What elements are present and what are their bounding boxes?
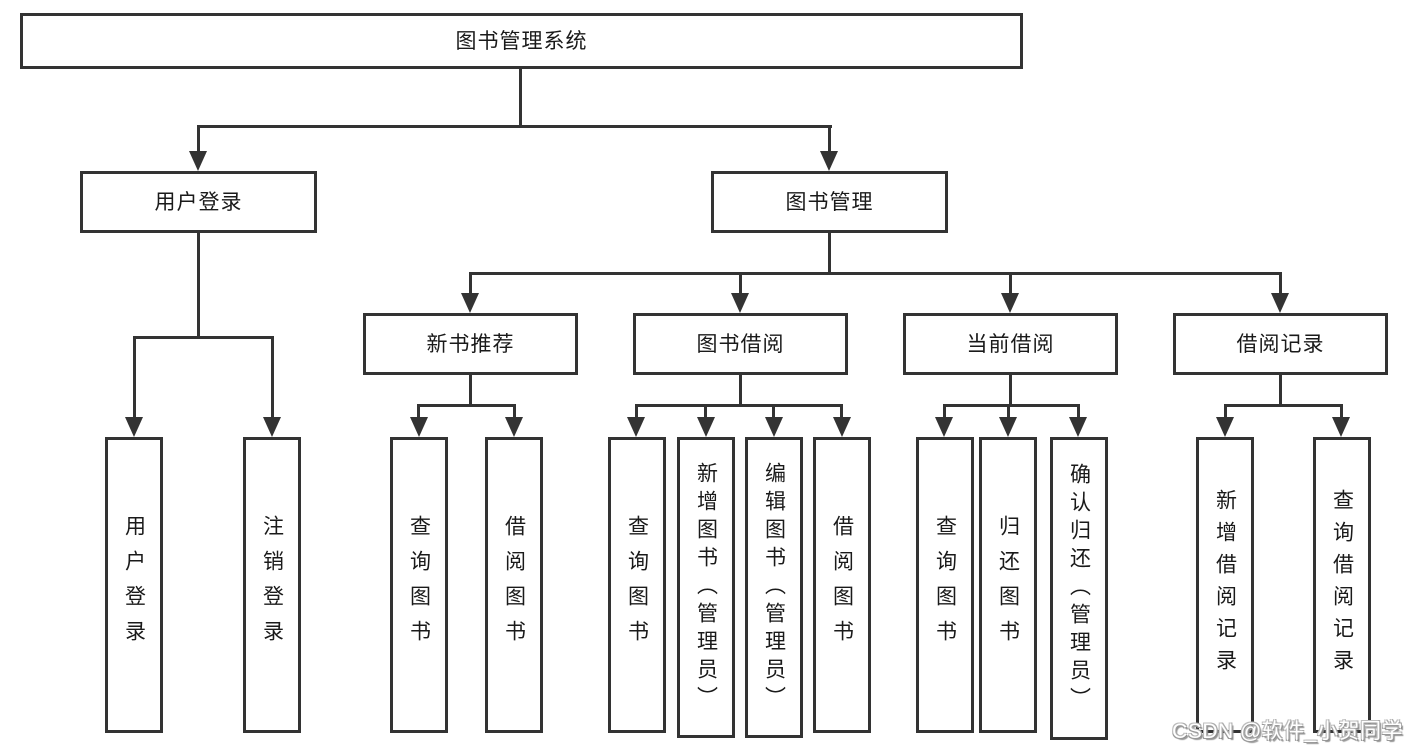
connector-line <box>417 404 516 407</box>
connector-line <box>197 233 200 339</box>
leaf-add-book-admin: 新增图书（管理员） <box>677 437 735 738</box>
connector-line <box>469 272 1282 275</box>
leaf-confirm-return-admin: 确认归还（管理员） <box>1050 437 1108 740</box>
connector-line <box>1224 404 1343 407</box>
connector-line <box>1077 404 1080 419</box>
arrow-down-icon <box>935 417 953 437</box>
node-label: 图书管理系统 <box>455 29 588 53</box>
node-label: 图书管理 <box>785 190 874 214</box>
connector-line <box>133 336 136 419</box>
leaf-add-borrow-record: 新增借阅记录 <box>1196 437 1254 733</box>
leaf-user-login: 用户登录 <box>105 437 163 733</box>
leaf-borrow-book: 借阅图书 <box>813 437 871 733</box>
node-label: 确认归还（管理员） <box>1067 462 1091 715</box>
connector-line <box>943 404 946 419</box>
node-label: 归还图书 <box>996 515 1020 655</box>
leaf-query-book: 查询图书 <box>608 437 666 733</box>
connector-line <box>1340 404 1343 419</box>
connector-line <box>635 404 638 419</box>
node-current-borrow: 当前借阅 <box>903 313 1118 375</box>
connector-line <box>1279 375 1282 406</box>
connector-line <box>271 336 274 419</box>
arrow-down-icon <box>125 417 143 437</box>
arrow-down-icon <box>1001 293 1019 313</box>
connector-line <box>417 404 420 419</box>
node-new-book-recommend: 新书推荐 <box>363 313 578 375</box>
connector-line <box>197 125 200 153</box>
node-library-management-system: 图书管理系统 <box>20 13 1023 69</box>
connector-line <box>772 404 775 419</box>
connector-line <box>828 233 831 274</box>
connector-line <box>840 404 843 419</box>
node-label: 新增借阅记录 <box>1213 489 1237 681</box>
arrow-down-icon <box>461 293 479 313</box>
node-label: 用户登录 <box>122 515 146 655</box>
connector-line <box>704 404 707 419</box>
connector-line <box>1007 404 1010 419</box>
node-label: 借阅图书 <box>830 515 854 655</box>
leaf-return-book: 归还图书 <box>979 437 1037 733</box>
arrow-down-icon <box>1332 417 1350 437</box>
arrow-down-icon <box>627 417 645 437</box>
arrow-down-icon <box>1069 417 1087 437</box>
connector-line <box>635 404 843 407</box>
arrow-down-icon <box>999 417 1017 437</box>
node-user-login: 用户登录 <box>80 171 317 233</box>
connector-line <box>1224 404 1227 419</box>
node-label: 编辑图书（管理员） <box>762 461 786 714</box>
leaf-query-borrow-record: 查询借阅记录 <box>1313 437 1371 733</box>
arrow-down-icon <box>1216 417 1234 437</box>
arrow-down-icon <box>697 417 715 437</box>
connector-line <box>1279 272 1282 295</box>
arrow-down-icon <box>1271 293 1289 313</box>
node-label: 借阅图书 <box>502 515 526 655</box>
arrow-down-icon <box>505 417 523 437</box>
node-label: 注销登录 <box>260 515 284 655</box>
node-label: 查询图书 <box>933 515 957 655</box>
node-label: 查询图书 <box>625 515 649 655</box>
node-label: 用户登录 <box>154 190 243 214</box>
leaf-borrow-book: 借阅图书 <box>485 437 543 733</box>
arrow-down-icon <box>765 417 783 437</box>
node-borrow-record: 借阅记录 <box>1173 313 1388 375</box>
node-label: 查询借阅记录 <box>1330 489 1354 681</box>
leaf-query-book: 查询图书 <box>916 437 974 733</box>
connector-line <box>513 404 516 419</box>
node-book-management: 图书管理 <box>711 171 948 233</box>
connector-line <box>197 125 832 128</box>
node-label: 图书借阅 <box>696 332 785 356</box>
arrow-down-icon <box>263 417 281 437</box>
arrow-down-icon <box>189 151 207 171</box>
leaf-query-book: 查询图书 <box>390 437 448 733</box>
leaf-logout: 注销登录 <box>243 437 301 733</box>
leaf-edit-book-admin: 编辑图书（管理员） <box>745 437 803 738</box>
connector-line <box>739 375 742 406</box>
connector-line <box>828 125 831 153</box>
csdn-watermark: CSDN @软件_小贺同学 <box>1172 720 1403 743</box>
arrow-down-icon <box>820 151 838 171</box>
connector-line <box>1009 375 1012 406</box>
node-label: 查询图书 <box>407 515 431 655</box>
connector-line <box>133 336 274 339</box>
connector-line <box>469 375 472 406</box>
connector-line <box>943 404 1080 407</box>
arrow-down-icon <box>833 417 851 437</box>
node-label: 新增图书（管理员） <box>694 461 718 714</box>
connector-line <box>469 272 472 295</box>
connector-line <box>519 69 522 127</box>
node-label: 当前借阅 <box>966 332 1055 356</box>
connector-line <box>739 272 742 295</box>
arrow-down-icon <box>410 417 428 437</box>
node-book-borrow: 图书借阅 <box>633 313 848 375</box>
node-label: 新书推荐 <box>426 332 515 356</box>
arrow-down-icon <box>731 293 749 313</box>
node-label: 借阅记录 <box>1236 332 1325 356</box>
connector-line <box>1009 272 1012 295</box>
